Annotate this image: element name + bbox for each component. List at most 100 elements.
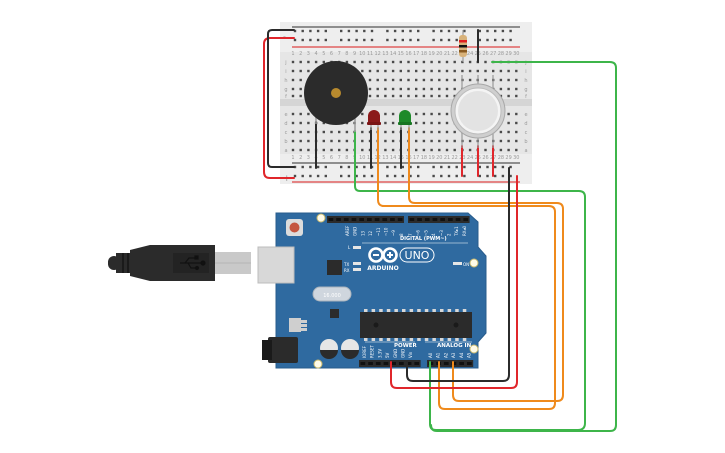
breadboard-hole[interactable] — [299, 78, 302, 82]
breadboard-hole[interactable] — [438, 112, 441, 116]
header-pin[interactable] — [424, 218, 430, 221]
piezo-buzzer[interactable] — [304, 61, 368, 132]
breadboard-hole[interactable] — [340, 29, 343, 33]
breadboard-hole[interactable] — [484, 139, 487, 143]
breadboard-hole[interactable] — [314, 60, 318, 64]
breadboard-hole[interactable] — [447, 29, 451, 33]
breadboard-hole[interactable] — [391, 78, 395, 82]
breadboard-hole[interactable] — [407, 78, 410, 82]
header-pin[interactable] — [463, 218, 469, 221]
breadboard-hole[interactable] — [345, 130, 349, 134]
breadboard-hole[interactable] — [447, 38, 451, 42]
breadboard-hole[interactable] — [415, 60, 418, 64]
breadboard-hole[interactable] — [391, 60, 395, 64]
breadboard-hole[interactable] — [299, 94, 302, 98]
breadboard-hole[interactable] — [355, 38, 358, 42]
header-pin[interactable] — [374, 218, 380, 221]
breadboard-hole[interactable] — [340, 174, 343, 178]
breadboard-hole[interactable] — [309, 29, 312, 33]
breadboard-hole[interactable] — [384, 112, 387, 116]
breadboard-hole[interactable] — [376, 94, 379, 98]
breadboard-hole[interactable] — [291, 112, 295, 116]
header-pin[interactable] — [432, 218, 438, 221]
header-pin[interactable] — [467, 362, 472, 365]
breadboard-hole[interactable] — [515, 139, 518, 143]
breadboard-hole[interactable] — [430, 121, 433, 125]
breadboard-hole[interactable] — [316, 38, 320, 42]
breadboard-hole[interactable] — [453, 94, 456, 98]
breadboard-hole[interactable] — [499, 139, 503, 143]
breadboard-hole[interactable] — [445, 148, 449, 152]
header-pin[interactable] — [328, 218, 334, 221]
header-pin[interactable] — [455, 218, 461, 221]
breadboard-hole[interactable] — [409, 174, 412, 178]
header-pin[interactable] — [417, 218, 422, 221]
breadboard-hole[interactable] — [445, 69, 449, 73]
breadboard-hole[interactable] — [361, 60, 364, 64]
breadboard-hole[interactable] — [453, 130, 456, 134]
breadboard-hole[interactable] — [484, 69, 487, 73]
wire-black-rail-link[interactable] — [267, 29, 295, 168]
breadboard-hole[interactable] — [309, 165, 312, 169]
breadboard-hole[interactable] — [501, 165, 505, 169]
breadboard-hole[interactable] — [445, 78, 449, 82]
breadboard-hole[interactable] — [399, 87, 402, 91]
header-pin[interactable] — [399, 362, 404, 365]
breadboard-hole[interactable] — [299, 130, 302, 134]
breadboard-hole[interactable] — [486, 38, 489, 42]
breadboard-hole[interactable] — [438, 94, 441, 98]
breadboard-hole[interactable] — [463, 174, 466, 178]
breadboard-hole[interactable] — [507, 121, 510, 125]
breadboard-hole[interactable] — [501, 38, 505, 42]
breadboard-hole[interactable] — [415, 112, 418, 116]
breadboard-hole[interactable] — [299, 121, 302, 125]
breadboard-hole[interactable] — [445, 139, 449, 143]
breadboard-hole[interactable] — [438, 69, 441, 73]
breadboard-hole[interactable] — [401, 29, 404, 33]
breadboard-hole[interactable] — [386, 174, 389, 178]
breadboard-hole[interactable] — [361, 69, 364, 73]
breadboard-hole[interactable] — [291, 130, 295, 134]
breadboard-hole[interactable] — [440, 174, 443, 178]
header-pin[interactable] — [367, 218, 372, 221]
breadboard-hole[interactable] — [515, 94, 518, 98]
breadboard-hole[interactable] — [515, 69, 518, 73]
breadboard-hole[interactable] — [407, 94, 410, 98]
breadboard-hole[interactable] — [299, 112, 302, 116]
breadboard-hole[interactable] — [347, 29, 351, 33]
breadboard-hole[interactable] — [484, 78, 487, 82]
breadboard-hole[interactable] — [507, 139, 510, 143]
breadboard-hole[interactable] — [363, 38, 366, 42]
breadboard-hole[interactable] — [415, 78, 418, 82]
breadboard-hole[interactable] — [515, 87, 518, 91]
gas-sensor[interactable] — [450, 75, 506, 148]
breadboard-hole[interactable] — [376, 87, 379, 91]
breadboard-hole[interactable] — [432, 165, 435, 169]
breadboard-hole[interactable] — [422, 148, 426, 152]
breadboard-hole[interactable] — [415, 94, 418, 98]
breadboard-hole[interactable] — [507, 78, 510, 82]
breadboard-hole[interactable] — [376, 78, 379, 82]
breadboard-hole[interactable] — [391, 139, 395, 143]
header-pin[interactable] — [443, 362, 449, 365]
header-pin[interactable] — [360, 362, 366, 365]
header-pin[interactable] — [397, 218, 403, 221]
breadboard-hole[interactable] — [361, 121, 364, 125]
header-pin[interactable] — [414, 362, 420, 365]
breadboard-hole[interactable] — [324, 165, 327, 169]
breadboard-hole[interactable] — [361, 139, 364, 143]
breadboard-hole[interactable] — [340, 38, 343, 42]
breadboard-hole[interactable] — [291, 94, 295, 98]
wire-green-gas-sensor-signal[interactable] — [430, 61, 617, 432]
breadboard-hole[interactable] — [307, 121, 310, 125]
breadboard-hole[interactable] — [445, 112, 449, 116]
led-red[interactable] — [367, 110, 381, 130]
breadboard-hole[interactable] — [453, 69, 456, 73]
breadboard-hole[interactable] — [361, 130, 364, 134]
breadboard-hole[interactable] — [393, 29, 397, 33]
breadboard-hole[interactable] — [384, 148, 387, 152]
breadboard-hole[interactable] — [301, 38, 304, 42]
header-pin[interactable] — [351, 218, 357, 221]
breadboard-hole[interactable] — [440, 165, 443, 169]
breadboard-hole[interactable] — [430, 130, 433, 134]
